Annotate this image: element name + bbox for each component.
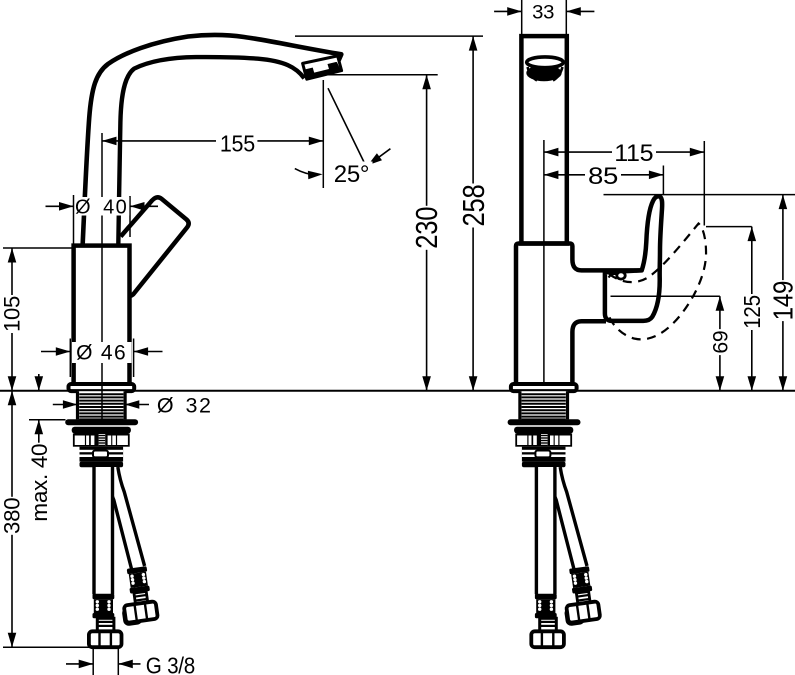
svg-text:125: 125 (739, 295, 765, 329)
svg-text:46: 46 (101, 342, 127, 365)
svg-text:380: 380 (0, 498, 25, 534)
svg-text:69: 69 (708, 331, 732, 354)
svg-text:105: 105 (0, 296, 25, 332)
svg-text:Ø: Ø (75, 196, 90, 218)
svg-text:40: 40 (103, 196, 128, 218)
svg-text:Ø: Ø (76, 342, 92, 365)
svg-text:max. 40: max. 40 (27, 444, 52, 522)
svg-text:258: 258 (456, 185, 491, 227)
svg-text:32: 32 (186, 394, 213, 418)
svg-text:115: 115 (614, 140, 653, 167)
svg-text:25°: 25° (334, 161, 369, 188)
svg-text:G 3/8: G 3/8 (146, 652, 195, 675)
svg-text:155: 155 (220, 130, 255, 156)
svg-text:149: 149 (768, 281, 795, 321)
svg-text:85: 85 (588, 163, 618, 190)
svg-text:230: 230 (409, 207, 444, 249)
svg-text:33: 33 (532, 1, 554, 23)
svg-text:Ø: Ø (157, 394, 173, 418)
